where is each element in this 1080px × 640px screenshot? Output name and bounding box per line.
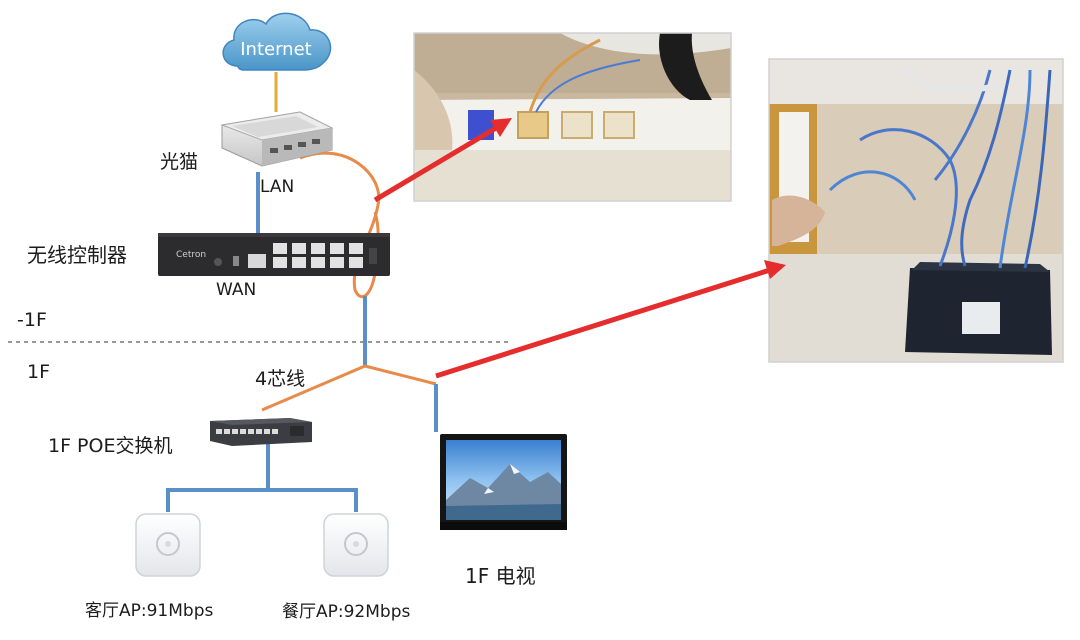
controller-label: 无线控制器 <box>27 243 127 267</box>
photo-modem-ports <box>413 32 732 202</box>
switch-to-ap-cables <box>166 444 358 512</box>
poe-switch-label: 1F POE交换机 <box>48 435 173 457</box>
controller-brand: Cetron <box>176 250 206 260</box>
modem-label: 光猫 <box>160 151 199 173</box>
optical-modem-icon <box>220 111 334 167</box>
modem-lan-port-label: LAN <box>260 177 295 197</box>
ap-dining-room-icon <box>323 513 389 577</box>
callout-arrow-to-modem-photo <box>373 118 512 203</box>
ap-living-room-icon <box>135 513 201 577</box>
cloud-label: Internet <box>240 39 311 60</box>
poe-switch-icon <box>210 418 312 446</box>
floor-label-first: 1F <box>27 361 51 383</box>
cable-label: 4芯线 <box>255 368 306 390</box>
ap-living-room-label: 客厅AP:91Mbps <box>85 601 214 621</box>
internet-cloud-icon: Internet <box>222 12 332 71</box>
tv-label: 1F 电视 <box>465 564 536 588</box>
floor-label-basement: -1F <box>17 309 47 331</box>
tv-icon <box>440 434 567 530</box>
ap-dining-room-label: 餐厅AP:92Mbps <box>282 602 411 622</box>
callout-arrow-to-basement-photo <box>435 260 786 379</box>
photo-basement-cabling <box>768 58 1064 363</box>
orange-4-core-cable <box>261 364 437 412</box>
controller-wan-port-label: WAN <box>216 280 257 300</box>
wireless-controller-icon: Cetron <box>158 233 390 276</box>
